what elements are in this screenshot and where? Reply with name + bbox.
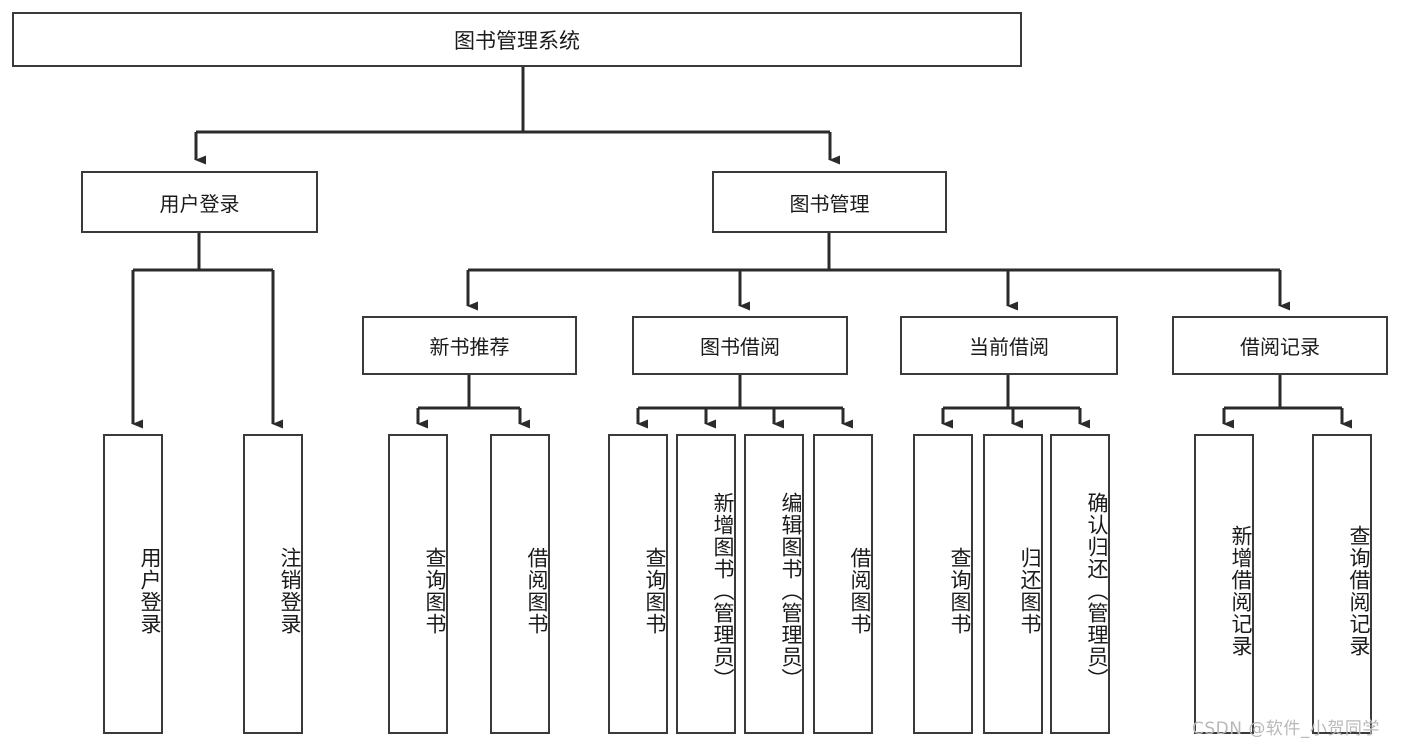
node-leaf-logout[interactable]: 注销登录 xyxy=(243,434,303,734)
node-leaf-add-book[interactable]: 新增图书（管理员） xyxy=(676,434,736,734)
node-current-borrow-label: 当前借阅 xyxy=(969,335,1049,359)
node-leaf-add-record[interactable]: 新增借阅记录 xyxy=(1194,434,1254,734)
node-leaf-borrow-book-2-label: 借阅图书 xyxy=(848,547,872,635)
node-leaf-return-book[interactable]: 归还图书 xyxy=(983,434,1043,734)
node-leaf-borrow-book-1[interactable]: 借阅图书 xyxy=(490,434,550,734)
node-leaf-logout-label: 注销登录 xyxy=(278,547,302,635)
node-root-label: 图书管理系统 xyxy=(454,28,580,53)
node-leaf-user-login-label: 用户登录 xyxy=(138,547,162,635)
node-user-login-label: 用户登录 xyxy=(159,191,240,216)
node-leaf-confirm-return-label: 确认归还（管理员） xyxy=(1085,492,1109,690)
node-leaf-edit-book[interactable]: 编辑图书（管理员） xyxy=(744,434,804,734)
node-leaf-query-book-3[interactable]: 查询图书 xyxy=(913,434,973,734)
node-borrow-record[interactable]: 借阅记录 xyxy=(1172,316,1388,375)
node-leaf-borrow-book-1-label: 借阅图书 xyxy=(525,547,549,635)
node-leaf-add-record-label: 新增借阅记录 xyxy=(1229,525,1253,657)
node-user-login[interactable]: 用户登录 xyxy=(81,171,318,233)
node-leaf-query-record-label: 查询借阅记录 xyxy=(1347,525,1371,657)
node-leaf-query-record[interactable]: 查询借阅记录 xyxy=(1312,434,1372,734)
node-leaf-user-login[interactable]: 用户登录 xyxy=(103,434,163,734)
node-leaf-query-book-3-label: 查询图书 xyxy=(948,547,972,635)
node-leaf-return-book-label: 归还图书 xyxy=(1018,547,1042,635)
node-leaf-edit-book-label: 编辑图书（管理员） xyxy=(779,492,803,690)
node-leaf-borrow-book-2[interactable]: 借阅图书 xyxy=(813,434,873,734)
node-book-borrow-label: 图书借阅 xyxy=(700,335,780,359)
node-book-manage[interactable]: 图书管理 xyxy=(712,171,947,233)
node-leaf-confirm-return[interactable]: 确认归还（管理员） xyxy=(1050,434,1110,734)
node-leaf-query-book-2-label: 查询图书 xyxy=(643,547,667,635)
node-root[interactable]: 图书管理系统 xyxy=(12,12,1022,67)
node-leaf-query-book-1[interactable]: 查询图书 xyxy=(388,434,448,734)
node-leaf-add-book-label: 新增图书（管理员） xyxy=(711,492,735,690)
node-leaf-query-book-2[interactable]: 查询图书 xyxy=(608,434,668,734)
node-book-borrow[interactable]: 图书借阅 xyxy=(632,316,848,375)
watermark: CSDN @软件_小贺同学 xyxy=(1192,719,1380,739)
node-current-borrow[interactable]: 当前借阅 xyxy=(900,316,1118,375)
node-leaf-query-book-1-label: 查询图书 xyxy=(423,547,447,635)
node-new-book-rec[interactable]: 新书推荐 xyxy=(362,316,577,375)
node-borrow-record-label: 借阅记录 xyxy=(1240,335,1320,359)
node-book-manage-label: 图书管理 xyxy=(789,191,870,216)
node-new-book-rec-label: 新书推荐 xyxy=(429,335,510,359)
